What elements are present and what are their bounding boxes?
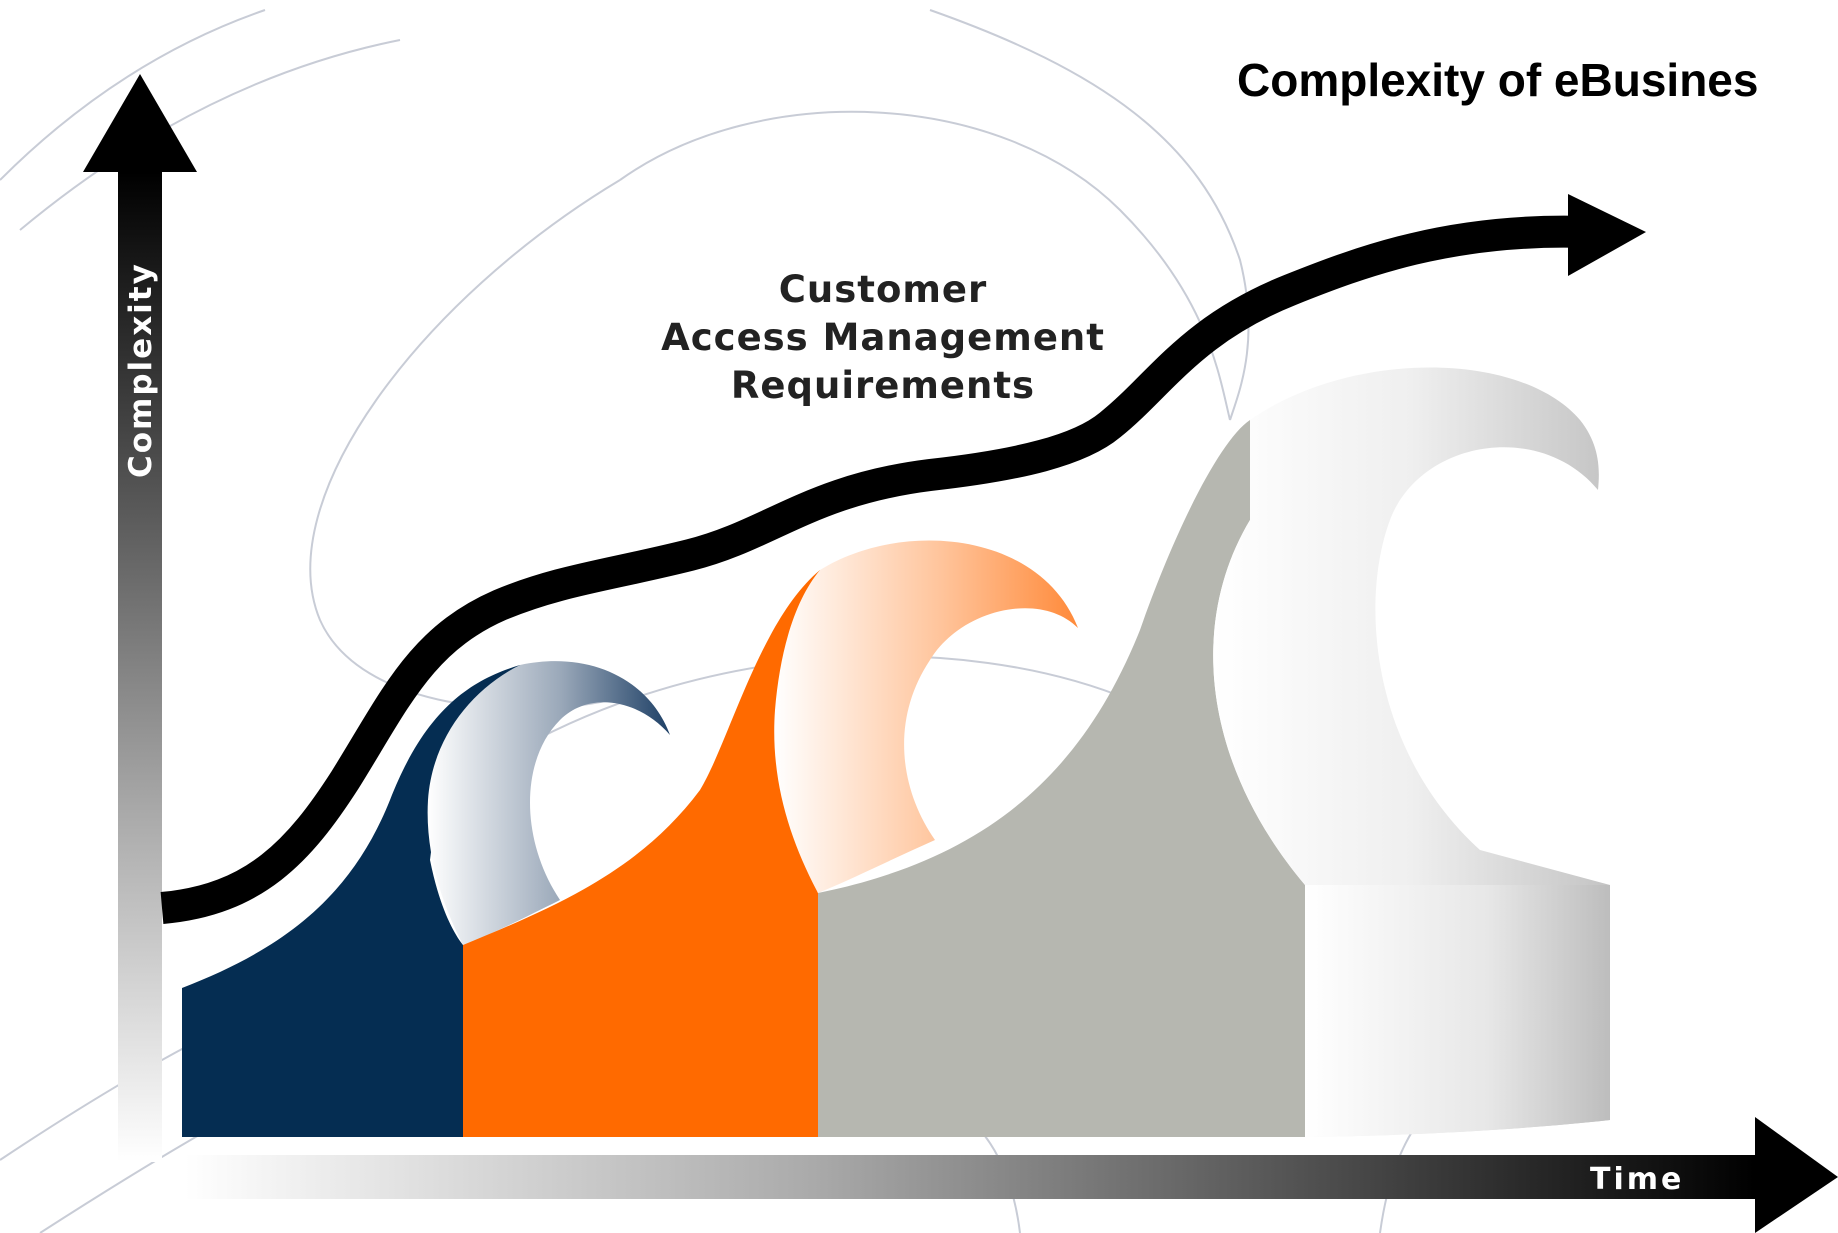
wave-navy [182,661,670,1137]
wave-gray [818,367,1610,1137]
y-axis-label: Complexity [123,262,159,478]
y-axis-arrow [83,74,197,1162]
complexity-curve-arrow [160,194,1646,924]
curve-label-line-3: Requirements [731,364,1035,407]
page-title: Complexity of eBusines [1237,54,1758,106]
curve-label-line-2: Access Management [661,316,1105,359]
curve-label-line-1: Customer [779,268,988,311]
curve-label: Customer Access Management Requirements [661,268,1105,407]
x-axis-label: Time [1590,1162,1684,1197]
x-axis-arrow [185,1117,1838,1233]
wave-orange [463,540,1078,1137]
